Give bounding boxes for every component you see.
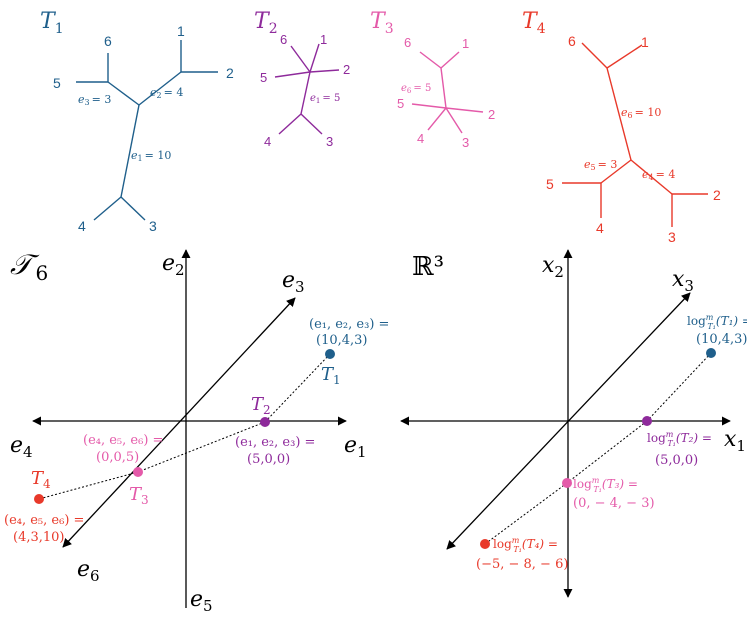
tree-t2-leaf-6: 6 <box>280 32 287 47</box>
point-t2 <box>260 417 270 427</box>
log-point-t4-line2: (−5, − 8, − 6) <box>476 557 568 572</box>
tree-t4-edge-e6: e6= 10 <box>621 106 661 120</box>
tree-t3-title: T3 <box>370 9 394 37</box>
tree-t3-leaf-4: 4 <box>417 131 424 146</box>
tree-t2 <box>274 43 340 135</box>
tree-t3-leaf-2: 2 <box>488 107 495 122</box>
axis-label-e3: e3 <box>282 268 305 296</box>
tree-t2-leaf-5: 5 <box>260 70 267 85</box>
tree-t1-leaf-2: 2 <box>226 65 234 81</box>
axis-label-e1: e1 <box>344 433 367 461</box>
tree-t3-leaf-3: 3 <box>462 135 469 150</box>
tree-t4-leaf-5: 5 <box>546 176 554 192</box>
tree-t1-labels: T1 1 2 3 4 5 6 e3= 3 e2= 4 e1= 10 <box>40 9 234 234</box>
point-t4-label: T4 <box>31 468 51 491</box>
tree-t2-title: T2 <box>254 9 278 37</box>
log-point-t2 <box>642 416 652 426</box>
tree-t2-edge-e1: e1= 5 <box>310 93 340 105</box>
tree-t4-leaf-3: 3 <box>668 229 676 245</box>
left-axes <box>32 249 347 608</box>
tree-t2-leaf-1: 1 <box>320 32 327 47</box>
tree-t1-leaf-5: 5 <box>53 75 61 91</box>
right-points <box>480 348 716 549</box>
log-point-t3-line2: (0, − 4, − 3) <box>573 496 655 511</box>
point-t2-coord-line2: (5,0,0) <box>247 452 290 467</box>
tree-t4-leaf-2: 2 <box>713 187 721 203</box>
tree-t4-title: T4 <box>522 9 546 37</box>
point-t2-label: T2 <box>251 394 271 417</box>
log-point-t3 <box>562 478 572 488</box>
left-path <box>38 353 331 500</box>
tree-t1-leaf-6: 6 <box>104 33 112 49</box>
log-point-t4 <box>480 539 490 549</box>
tree-t3-labels: T3 1 2 3 4 5 6 e6= 5 <box>370 9 495 150</box>
tree-t1-leaf-4: 4 <box>78 218 86 234</box>
point-t3 <box>133 467 143 477</box>
point-t4-coord-line1: (e₄, e₅, e₆) = <box>4 513 84 528</box>
point-t1-coord-line2: (10,4,3) <box>316 333 368 348</box>
tree-t3-leaf-5: 5 <box>397 96 404 111</box>
tree-t4 <box>562 42 708 227</box>
tree-t3 <box>411 51 484 134</box>
axis-e3-e6 <box>62 297 296 548</box>
log-point-t1 <box>706 348 716 358</box>
axis-x3 <box>446 292 691 550</box>
tree-t2-labels: T2 1 2 3 4 5 6 e1= 5 <box>254 9 350 149</box>
tree-t4-leaf-1: 1 <box>641 34 649 50</box>
tree-t1-leaf-3: 3 <box>149 218 157 234</box>
point-t3-coord-line1: (e₄, e₅, e₆) = <box>83 433 163 448</box>
point-t3-coord-line2: (0,0,5) <box>96 450 139 465</box>
point-t1-label: T1 <box>321 364 341 387</box>
log-point-t1-line2: (10,4,3) <box>696 332 747 347</box>
tree-t1-leaf-1: 1 <box>177 23 185 39</box>
axis-label-e4: e4 <box>10 433 33 461</box>
tree-t1-edge-e2: e2= 4 <box>150 86 183 100</box>
log-point-t2-line2: (5,0,0) <box>655 453 698 468</box>
axis-label-e5: e5 <box>190 587 213 615</box>
point-t4-coord-line2: (4,3,10) <box>13 530 65 545</box>
tree-t3-leaf-6: 6 <box>404 35 411 50</box>
point-t4 <box>34 494 44 504</box>
right-path <box>484 352 712 545</box>
tree-t1-title: T1 <box>40 9 64 37</box>
left-points <box>34 349 335 504</box>
axis-label-x2: x2 <box>542 253 564 281</box>
tree-t3-leaf-1: 1 <box>462 36 469 51</box>
tree-t4-labels: T4 1 2 3 4 5 6 e6= 10 e5= 3 e4= 4 <box>522 9 721 245</box>
axis-label-e6: e6 <box>77 557 100 585</box>
tree-t1 <box>76 40 218 221</box>
tree-t2-leaf-2: 2 <box>343 62 350 77</box>
tree-t1-edge-e3: e3= 3 <box>78 93 111 107</box>
tree-t4-leaf-4: 4 <box>596 220 604 236</box>
tree-t1-edge-e1: e1= 10 <box>131 149 171 163</box>
point-t2-coord-line1: (e₁, e₂, e₃) = <box>235 435 315 450</box>
right-axes <box>400 249 731 598</box>
tree-t4-leaf-6: 6 <box>568 33 576 49</box>
axis-label-e2: e2 <box>162 251 185 279</box>
tree-t2-leaf-4: 4 <box>264 134 271 149</box>
point-t1-coord-line1: (e₁, e₂, e₃) = <box>309 317 389 332</box>
axis-label-x3: x3 <box>672 267 694 295</box>
point-t3-label: T3 <box>129 484 149 507</box>
axis-label-x1: x1 <box>724 427 746 455</box>
tree-t3-edge-e6: e6= 5 <box>401 83 431 95</box>
tree-t4-edge-e5: e5= 3 <box>584 158 617 172</box>
space-r3-title: ℝ³ <box>412 252 444 282</box>
tree-t4-edge-e4: e4= 4 <box>642 168 675 182</box>
tree-t2-leaf-3: 3 <box>326 134 333 149</box>
point-t1 <box>325 349 335 359</box>
